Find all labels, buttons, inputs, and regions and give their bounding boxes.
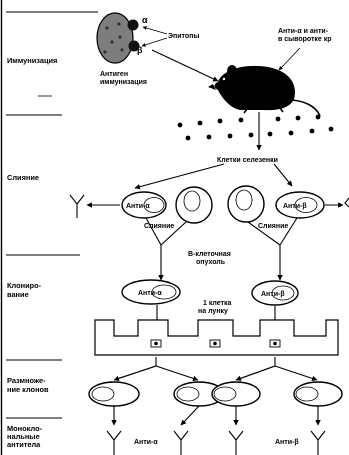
- mouse-icon: [208, 65, 321, 117]
- b-cell-anti-alpha: [121, 191, 167, 219]
- fusion-label-left: Слияние: [144, 223, 174, 230]
- fusion-line-beta: [247, 217, 298, 246]
- clone-cell: [293, 381, 343, 407]
- epitope-arrow-beta: [141, 37, 168, 47]
- one-cell-per-well-line: 1 клетка: [203, 300, 232, 307]
- hybridoma-anti-alpha: [121, 279, 181, 305]
- secretion-arrow: [180, 405, 200, 426]
- serum-label-line: Анти-α и анти-: [278, 28, 329, 35]
- serum-label: Анти-α и анти-в сыворотке кр: [278, 28, 332, 43]
- stage-antibodies-line: нальные: [7, 432, 40, 441]
- antigen-label-line: иммунизация: [100, 79, 147, 86]
- myeloma-cell-left: [175, 186, 213, 224]
- expansion-arrow-beta-left: [235, 365, 276, 381]
- clone-cell: [88, 381, 140, 407]
- stage-antibodies-line: антитела: [7, 440, 41, 449]
- alpha-label: α: [142, 15, 148, 25]
- antibody-icon-edge: [344, 197, 349, 208]
- beta-label: β: [137, 45, 143, 55]
- antigen-to-mouse-arrow: [151, 49, 219, 82]
- expansion-arrows-alpha: [113, 357, 198, 380]
- antigen-icon: [96, 12, 140, 64]
- stage-antibodies-line: Моноклo-: [7, 424, 43, 433]
- anti-beta-cell-label: Анти-β: [283, 203, 307, 210]
- antibody-icon: [310, 430, 326, 455]
- microplate-wells: [94, 319, 339, 356]
- well-cells: [150, 339, 281, 348]
- antibody-icon: [173, 430, 189, 455]
- b-tumor-label-line: B-клеточная: [188, 251, 231, 258]
- hybridoma-alpha-label: Анти-α: [138, 290, 162, 297]
- b-tumor-label-line: опухоль: [196, 259, 226, 266]
- clone-cell: [211, 381, 261, 407]
- b-cell-anti-beta: [275, 191, 325, 219]
- stage-expansion-line: Размноже-: [7, 376, 46, 385]
- spleen-arrow-left: [134, 163, 225, 190]
- spleen-arrow-right: [273, 163, 293, 187]
- serum-label-line: в сыворотке кр: [278, 36, 332, 43]
- hybridoma-anti-beta: [251, 280, 299, 306]
- stage-fusion: Слияние: [7, 173, 39, 182]
- monoclonal-beta-label: Анти-β: [275, 439, 299, 446]
- expansion-arrows-beta: [235, 357, 317, 380]
- epitope-arrow-alpha: [142, 26, 168, 35]
- one-cell-per-well-line: на лунку: [198, 308, 228, 315]
- stage-cloning-line: вание: [7, 290, 29, 299]
- spleen-cells-label: Клетки селезенки: [217, 157, 278, 164]
- stage-expansion-line: ние клонов: [7, 385, 49, 394]
- expansion-arrow-alpha-left: [113, 365, 157, 382]
- epitopes-label: Эпитопы: [168, 33, 199, 40]
- antibody-icon: [228, 430, 244, 455]
- antibody-icon: [69, 194, 85, 218]
- fusion-line-alpha: [145, 217, 187, 246]
- spleen-cell-dots: [177, 114, 334, 141]
- hybridoma-beta-label: Анти-β: [261, 291, 285, 298]
- stage-expansion: Размноже-ние клонов: [7, 376, 49, 394]
- stage-immunization: Иммунизация: [7, 56, 57, 65]
- anti-alpha-cell-label: Анти-α: [126, 203, 150, 210]
- monoclonal-alpha-label: Анти-α: [134, 439, 158, 446]
- serum-arrow: [278, 47, 301, 71]
- stage-cloning: Клониро-вание: [7, 281, 42, 299]
- antigen-label-line: Антиген: [100, 71, 128, 78]
- antibody-icon: [106, 430, 122, 455]
- myeloma-cell-right: [227, 185, 265, 223]
- stage-cloning-line: Клониро-: [7, 281, 42, 290]
- fusion-label-right: Слияние: [258, 223, 288, 230]
